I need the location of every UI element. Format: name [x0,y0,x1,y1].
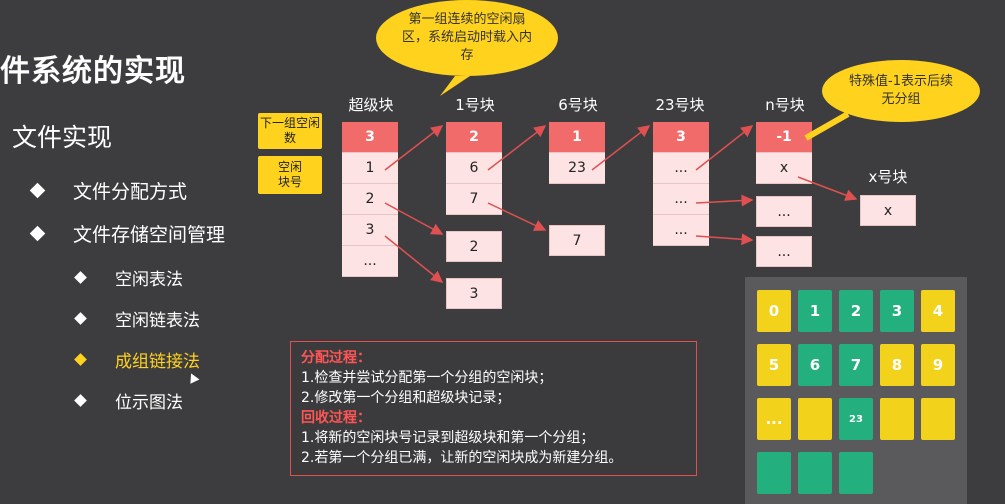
block-cell: x [756,153,812,184]
diamond-bullet-icon [29,182,46,199]
block-cell: ... [342,246,398,277]
alloc-step: 1.检查并尝试分配第一个分组的空闲块； [301,370,553,386]
diamond-bullet-icon [74,271,87,284]
callout-pointer [804,111,850,141]
block-x: x [860,195,916,226]
nav-item-allocation[interactable]: 文件分配方式 [29,177,188,204]
block-3: 3 [446,278,502,309]
block-2: 2 [446,231,502,262]
column-label-blockx: x号块 [868,168,908,186]
diamond-bullet-icon [29,225,46,242]
nav-item-free-table[interactable]: 空闲表法 [74,265,183,290]
recycle-step: 1.将新的空闲块号记录到超级块和第一个分组； [301,430,595,446]
tag-text: 空闲块号 [277,160,302,189]
block-cell: 1 [342,153,398,184]
used-block-cell: 0 [757,290,791,332]
column-label-blockn: n号块 [765,96,805,114]
block-23: 3 ... ... ... [653,122,709,246]
free-block-cell [757,452,791,494]
section-heading: 文件实现 [12,123,113,152]
block-cell: 23 [549,153,605,184]
block-7: 7 [549,225,605,256]
callout-text: 特殊值-1表示后续无分组 [849,74,953,107]
nav-item-grouped-link[interactable]: 成组链接法 [74,347,200,372]
free-block-cell: 6 [798,344,832,386]
free-block-cell: 23 [839,398,873,440]
superblock: 3 1 2 3 ... [342,122,398,277]
diamond-bullet-icon [74,353,87,366]
nav-item-label: 位示图法 [115,393,183,413]
block-cell: 1 [549,122,605,153]
block-cell: -1 [756,122,812,153]
used-block-cell: 8 [880,344,914,386]
nav-item-label: 成组链接法 [115,352,200,372]
free-block-cell [839,452,873,494]
nav-item-storage-management[interactable]: 文件存储空间管理 [29,220,226,247]
nav-item-free-list[interactable]: 空闲链表法 [74,306,200,331]
block-cell: ... [653,184,709,215]
used-block-cell: 4 [921,290,955,332]
block-cell: 3 [653,122,709,153]
used-block-cell [880,398,914,440]
block-n-successor: ... [756,236,812,267]
tag-next-group-count: 下一组空闲数 [258,113,322,149]
alloc-title: 分配过程： [301,350,371,366]
block-cell: 3 [342,122,398,153]
diamond-bullet-icon [74,312,87,325]
process-description-box: 分配过程： 1.检查并尝试分配第一个分组的空闲块； 2.修改第一个分组和超级块记… [290,341,697,476]
block-n: -1 x [756,122,812,184]
nav-item-label: 文件分配方式 [73,181,188,203]
nav-item-bitmap[interactable]: 位示图法 [74,388,183,413]
used-block-cell [798,398,832,440]
column-label-block1: 1号块 [455,96,495,114]
column-label-superblock: 超级块 [348,96,394,114]
nav-item-label: 空闲链表法 [115,311,200,331]
used-block-cell: 5 [757,344,791,386]
block-cell: 3 [342,215,398,246]
nav-item-label: 空闲表法 [115,270,183,290]
block-cell: ... [653,215,709,246]
callout-first-group: 第一组连续的空闲扇区，系统启动时载入内存 [376,0,558,76]
free-block-cell: 2 [839,290,873,332]
nav-item-label: 文件存储空间管理 [73,224,226,246]
free-block-cell [798,452,832,494]
block-cell: 7 [446,184,502,215]
block-cell: 6 [446,153,502,184]
tag-text: 下一组空闲数 [260,116,321,145]
recycle-step: 2.若第一个分组已满，让新的空闲块成为新建分组。 [301,450,623,466]
free-block-cell: 7 [839,344,873,386]
used-block-cell [921,398,955,440]
column-label-block23: 23号块 [655,96,705,114]
tag-free-block-no: 空闲块号 [258,156,322,194]
page-title: 件系统的实现 [0,54,186,89]
mouse-cursor-icon [186,371,200,384]
callout-terminator: 特殊值-1表示后续无分组 [822,60,980,122]
block-cell: ... [653,153,709,184]
free-block-cell: 1 [798,290,832,332]
callout-text: 第一组连续的空闲扇区，系统启动时载入内存 [402,12,533,63]
alloc-step: 2.修改第一个分组和超级块记录； [301,390,511,406]
diamond-bullet-icon [74,394,87,407]
block-n-successor: ... [756,196,812,227]
used-block-cell: ... [757,398,791,440]
used-block-cell: 9 [921,344,955,386]
block-cell: 2 [446,122,502,153]
block-1: 2 6 7 [446,122,502,215]
free-block-cell: 3 [880,290,914,332]
recycle-title: 回收过程： [301,410,371,426]
block-cell: 2 [342,184,398,215]
callout-tail [440,76,470,96]
column-label-block6: 6号块 [558,96,598,114]
block-6: 1 23 [549,122,605,184]
